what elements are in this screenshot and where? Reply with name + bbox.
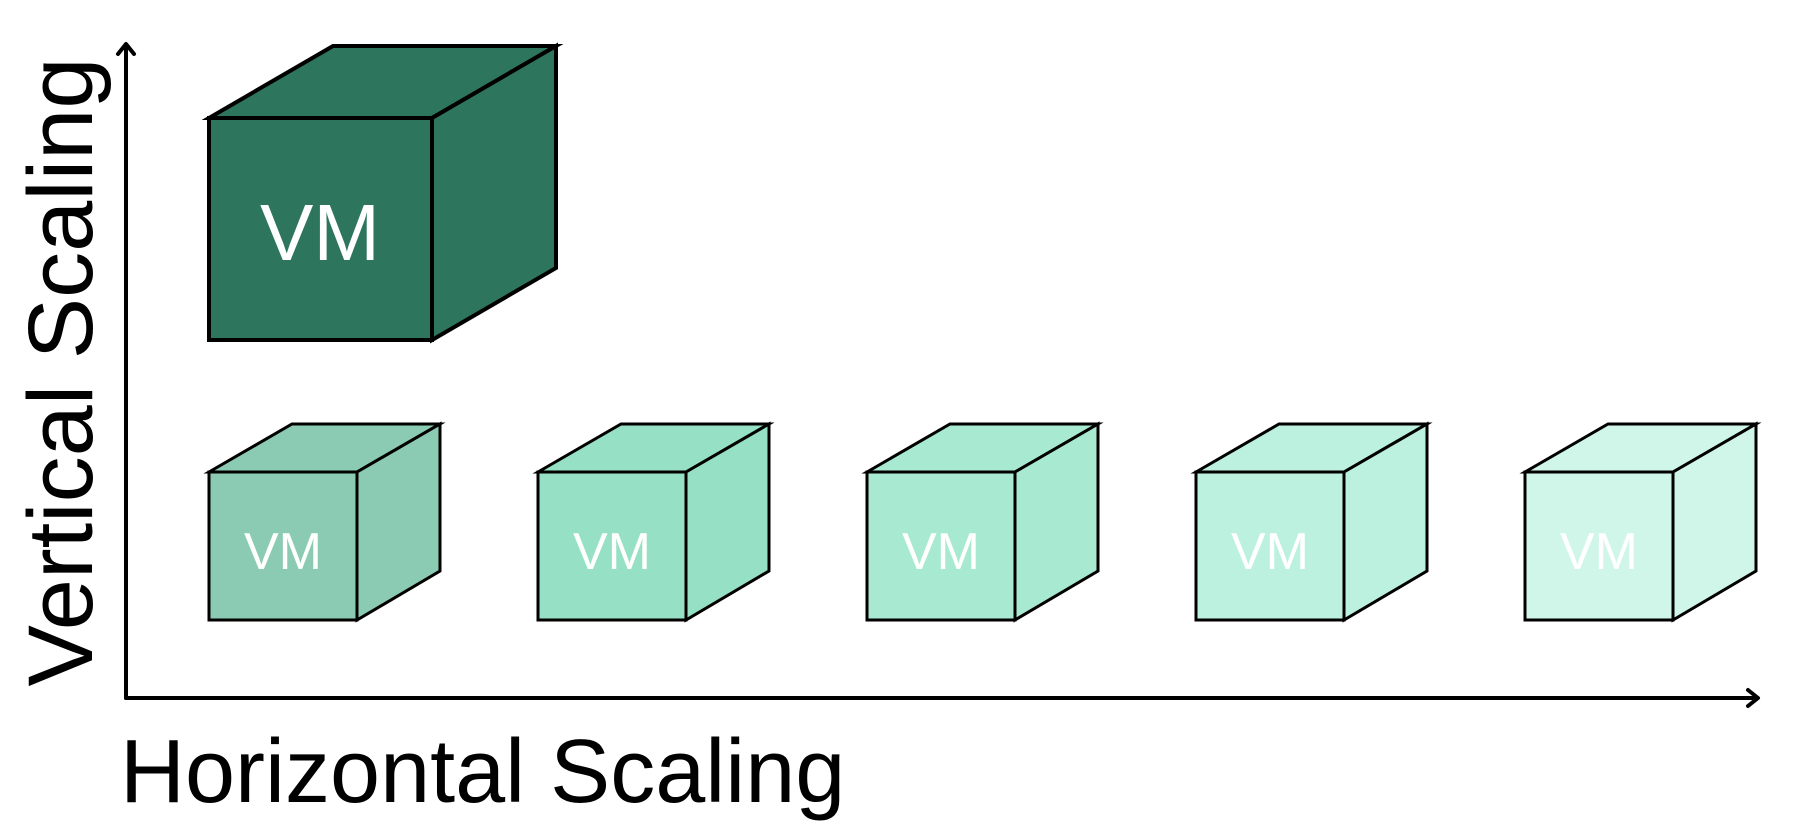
cube-front-face (865, 470, 1017, 622)
vertical-axis-arrowhead (116, 42, 136, 56)
horizontal-vm-cube: VM (1190, 421, 1433, 623)
cube-front-face (536, 470, 688, 622)
horizontal-vm-cube: VM (1519, 421, 1762, 623)
vertical-vm-cube: VM (201, 42, 564, 344)
horizontal-axis-label: Horizontal Scaling (120, 722, 845, 822)
horizontal-vm-cube: VM (203, 421, 446, 623)
horizontal-axis (124, 688, 1760, 708)
horizontal-vm-cube: VM (861, 421, 1104, 623)
cube-front-face (1523, 470, 1675, 622)
vertical-axis (116, 42, 136, 700)
horizontal-vm-cube: VM (532, 421, 775, 623)
horizontal-vm-label: VM (902, 523, 980, 581)
horizontal-vm-label: VM (1231, 523, 1309, 581)
horizontal-vm-row: VM VM VM VM VM (203, 421, 1762, 623)
vertical-vm-label: VM (260, 188, 380, 277)
horizontal-vm-label: VM (244, 523, 322, 581)
horizontal-vm-label: VM (573, 523, 651, 581)
cube-front-face (207, 116, 434, 342)
horizontal-vm-label: VM (1560, 523, 1638, 581)
horizontal-axis-arrowhead (1746, 688, 1760, 708)
vertical-axis-label: Vertical Scaling (10, 58, 112, 687)
cube-front-face (1194, 470, 1346, 622)
cube-front-face (207, 470, 359, 622)
